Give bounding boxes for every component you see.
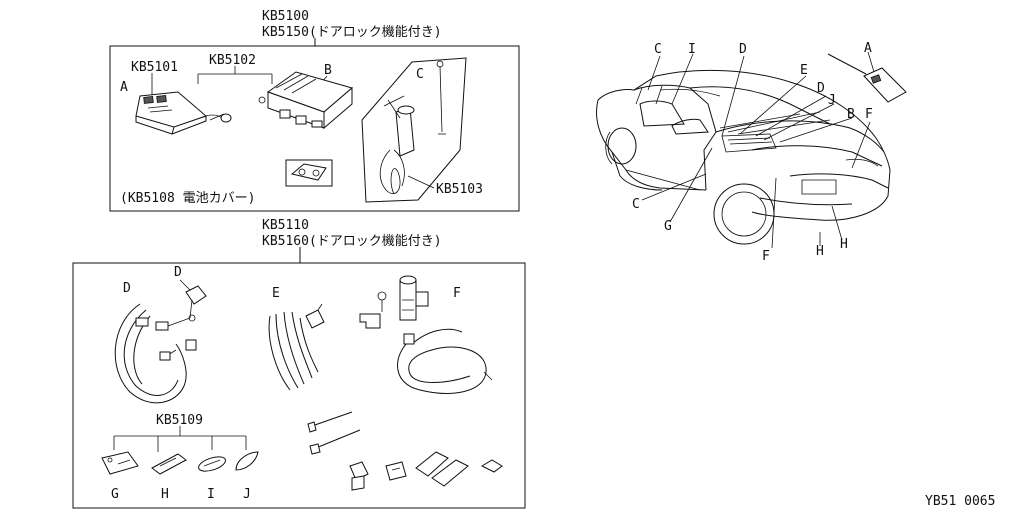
kit-top: KB5100 KB5150(ドアロック機能付き) KB5101 A KB5102… [109,9,520,212]
pad-h [151,453,187,475]
kit-bottom-part-number: KB5110 [262,218,309,233]
vehicle-label-c-side: C [632,197,640,212]
lock-actuator [359,275,493,394]
callout-battery-cover: (KB5108 電池カバー) [120,191,255,206]
car-body [596,69,891,245]
label-i: I [207,487,215,502]
leader-kb5109 [113,426,247,452]
wire-clips [349,461,407,491]
kit-bottom: KB5110 KB5160(ドアロック機能付き) D D E [72,218,526,509]
label-a: A [120,80,128,95]
label-e: E [272,286,280,301]
label-g: G [111,487,119,502]
vehicle-label-g: G [664,219,672,234]
callout-kb5103: KB5103 [436,182,483,197]
pad-g [101,451,139,475]
vehicle-label-j: J [828,93,836,108]
cable-ties [307,411,361,455]
vehicle-label-h-front: H [840,237,848,252]
adhesive-tapes [415,451,503,487]
label-f: F [453,286,461,301]
callout-kb5101: KB5101 [131,60,178,75]
vehicle-label-h-bottom: H [816,244,824,259]
vehicle-label-f-right: F [865,107,873,122]
vehicle-label-c-top: C [654,42,662,57]
vehicle-label-a: A [864,41,872,56]
vehicle-leaders [641,51,875,249]
kit-bottom-frame [72,262,526,509]
callout-kb5102: KB5102 [209,53,256,68]
label-b: B [324,63,332,78]
vehicle-label-b: B [847,107,855,122]
vehicle-diagram: C I D A E D J B F C G H H F [596,41,907,264]
vehicle-label-i: I [688,42,696,57]
kit-top-part-number-variant: KB5150(ドアロック機能付き) [262,25,442,40]
vehicle-transmitter [827,53,907,103]
kit-top-frame [109,45,520,212]
vehicle-label-d: D [739,42,747,57]
harness-d [114,279,207,404]
harness-e [268,303,325,391]
callout-kb5109: KB5109 [156,413,203,428]
kit-top-part-number: KB5100 [262,9,309,24]
diagram-code: YB51 0065 [925,494,995,509]
battery-cover [285,159,333,187]
antenna-kit [361,57,467,203]
control-unit [258,71,354,130]
label-c: C [416,67,424,82]
leader-kb5103 [407,175,435,189]
remote-transmitter [135,91,232,135]
label-j: J [243,487,251,502]
label-d-harness: D [123,281,131,296]
vehicle-label-d2: D [817,81,825,96]
label-d-connector: D [174,265,182,280]
leader-kb5102 [197,66,273,84]
label-h: H [161,487,169,502]
vehicle-label-e: E [800,63,808,78]
pad-j [235,451,259,471]
pad-i [198,456,226,472]
kit-bottom-part-number-variant: KB5160(ドアロック機能付き) [262,234,442,249]
vehicle-label-f-bottom: F [762,249,770,264]
